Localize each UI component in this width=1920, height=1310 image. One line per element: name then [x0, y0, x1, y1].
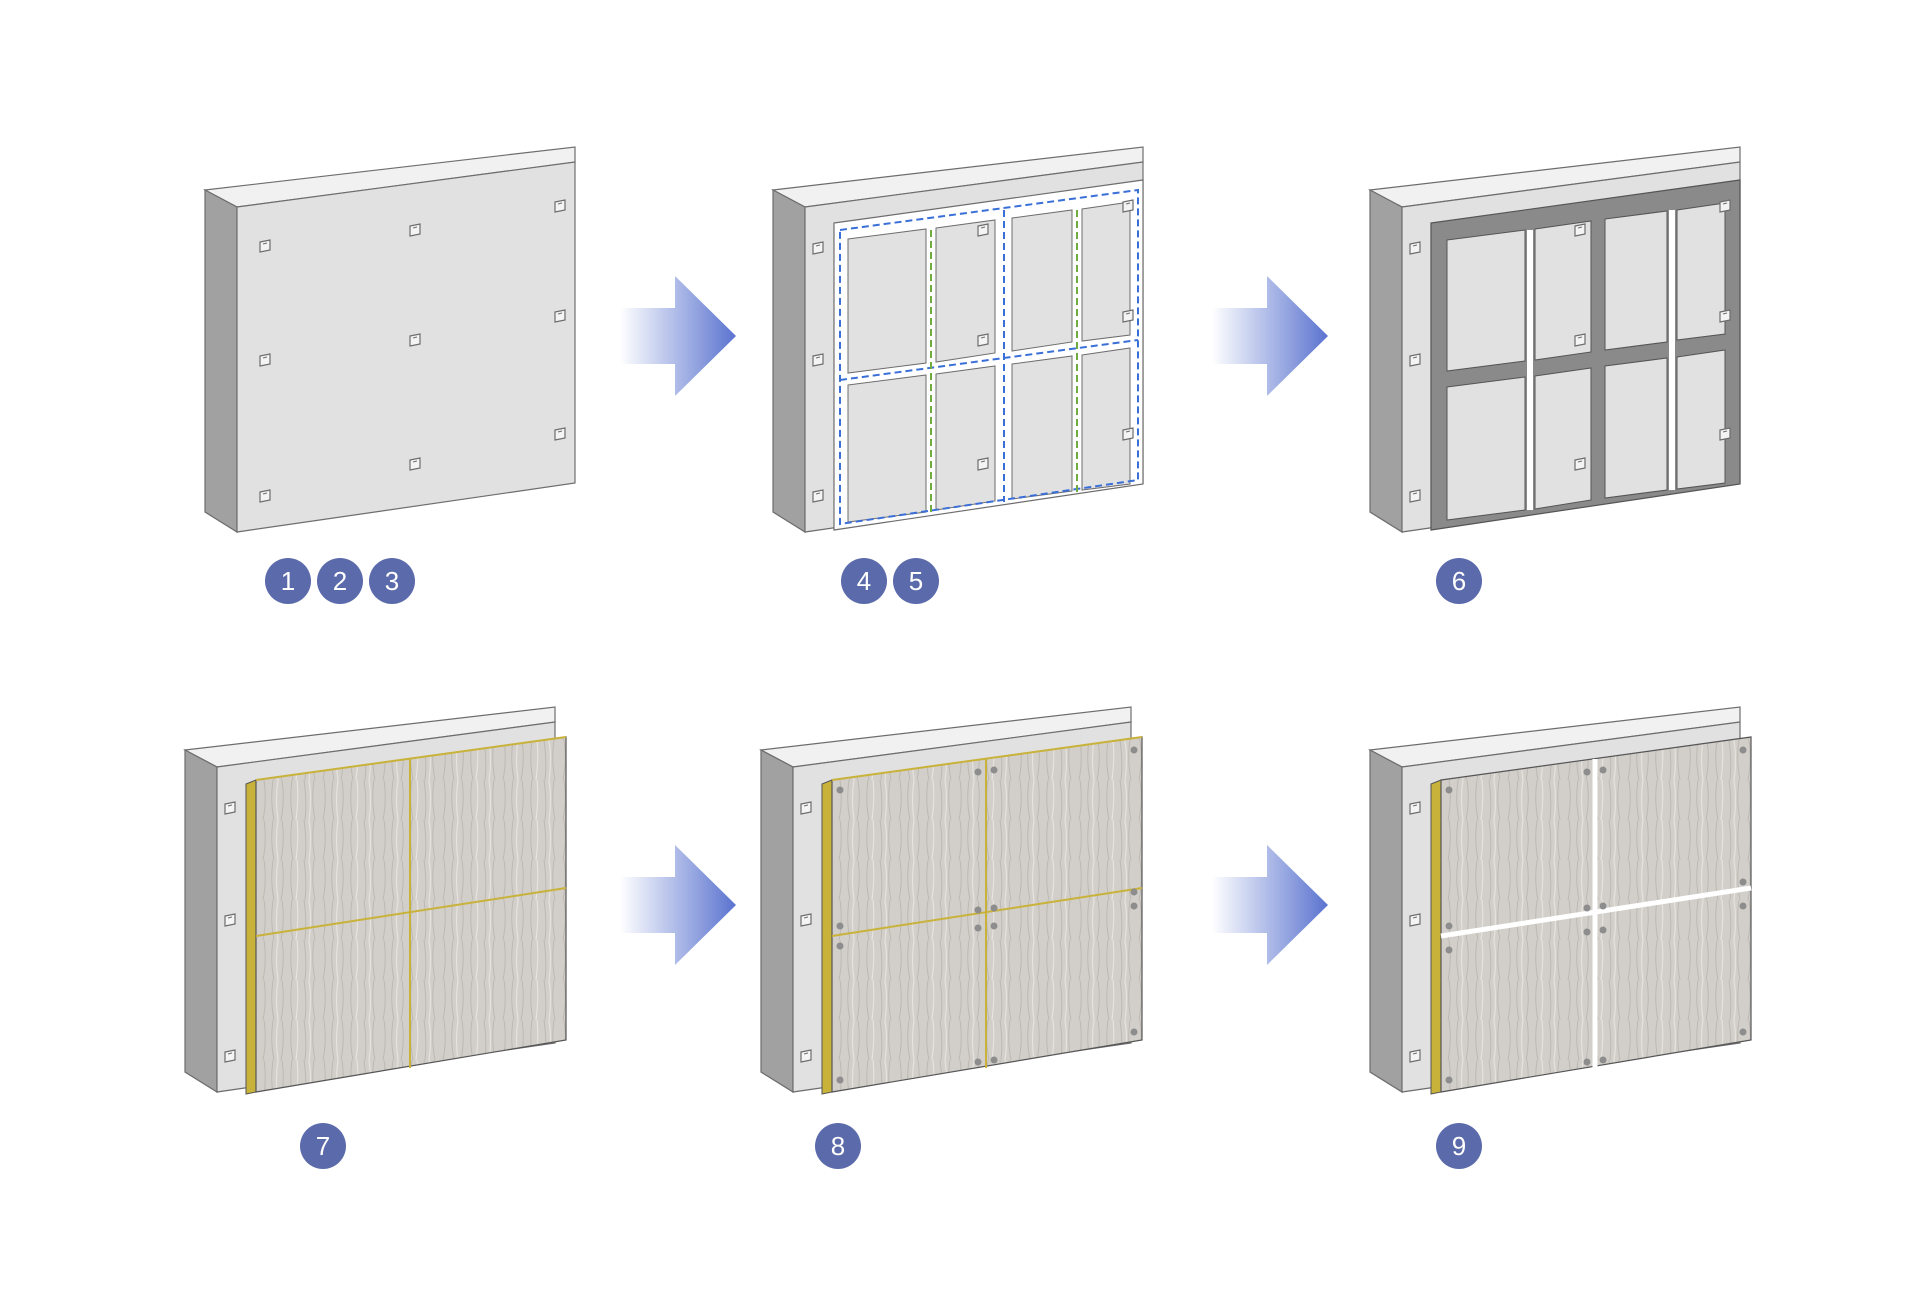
step-badge: 7 [300, 1123, 346, 1169]
badge-group-1: 1 2 3 [265, 558, 415, 604]
right-arrow-icon [1212, 845, 1328, 965]
right-arrow-icon [1212, 276, 1328, 396]
fastener-screws [836, 746, 1138, 1084]
step-badge: 5 [893, 558, 939, 604]
step-badge: 8 [815, 1123, 861, 1169]
dashed-guides [839, 188, 1139, 526]
frame-rails [833, 179, 1144, 531]
wall-front [236, 161, 576, 533]
panel-step-1-2-3 [203, 146, 576, 534]
step-badge: 6 [1436, 558, 1482, 604]
badge-group-6: 9 [1436, 1123, 1482, 1169]
wall-side [204, 189, 238, 534]
step-badge: 9 [1436, 1123, 1482, 1169]
badge-group-5: 8 [815, 1123, 861, 1169]
right-arrow-icon [620, 845, 736, 965]
step-badge: 3 [369, 558, 415, 604]
badge-group-2: 4 5 [841, 558, 939, 604]
badge-group-3: 6 [1436, 558, 1482, 604]
badge-group-4: 7 [300, 1123, 346, 1169]
step-badge: 4 [841, 558, 887, 604]
step-badge: 1 [265, 558, 311, 604]
insulation-edge [245, 779, 257, 1095]
panel-step-9 [1368, 706, 1752, 1095]
sealed-joints [1440, 759, 1752, 1068]
right-arrow-icon [620, 276, 736, 396]
step-badge: 2 [317, 558, 363, 604]
panel-step-6 [1368, 146, 1741, 534]
panel-step-4-5 [771, 146, 1144, 534]
panel-step-7 [183, 706, 567, 1095]
panel-step-8 [759, 706, 1143, 1095]
metal-frame [1430, 179, 1741, 531]
